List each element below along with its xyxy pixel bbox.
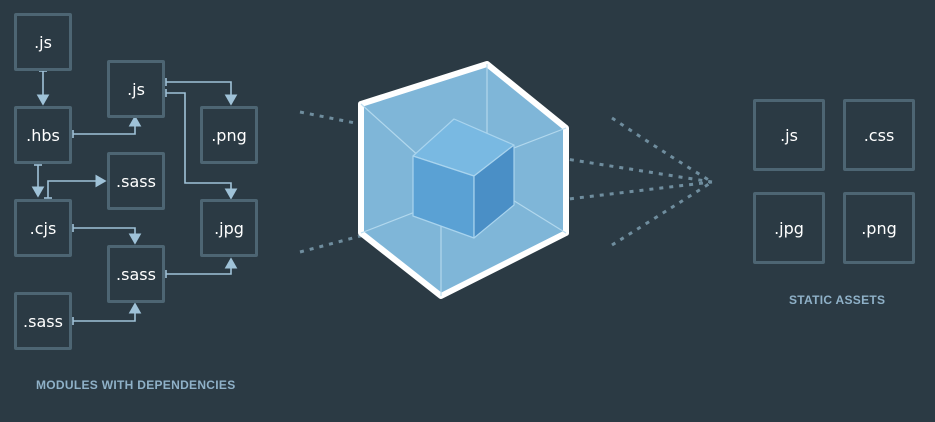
assets-caption: STATIC ASSETS xyxy=(789,293,886,307)
asset-js: .js xyxy=(753,99,825,171)
module-js-mid: .js xyxy=(107,60,165,118)
arrow-sass-to-sass xyxy=(73,302,142,322)
module-hbs: .hbs xyxy=(14,106,72,164)
module-sass-small: .sass xyxy=(107,152,165,210)
arrow-js-to-jpg xyxy=(166,92,238,200)
asset-css: .css xyxy=(843,99,915,171)
arrow-sass-to-jpg xyxy=(166,257,238,275)
asset-jpg: .jpg xyxy=(753,192,825,264)
module-sass-mid: .sass xyxy=(107,245,165,303)
module-cjs: .cjs xyxy=(14,199,72,257)
module-png: .png xyxy=(200,106,258,164)
arrow-cjs-to-sass xyxy=(47,174,107,198)
flow-lines-out xyxy=(559,116,713,247)
modules-caption: MODULES WITH DEPENDENCIES xyxy=(36,378,236,392)
asset-png: .png xyxy=(843,192,915,264)
module-sass-bottom: .sass xyxy=(14,292,72,350)
arrow-js-to-png xyxy=(166,81,238,106)
module-jpg: .jpg xyxy=(200,199,258,257)
arrow-cjs-to-sass-mid xyxy=(73,227,142,245)
webpack-cube-inner xyxy=(412,118,515,239)
module-js: .js xyxy=(14,13,72,71)
arrow-hbs-to-js xyxy=(73,115,142,135)
